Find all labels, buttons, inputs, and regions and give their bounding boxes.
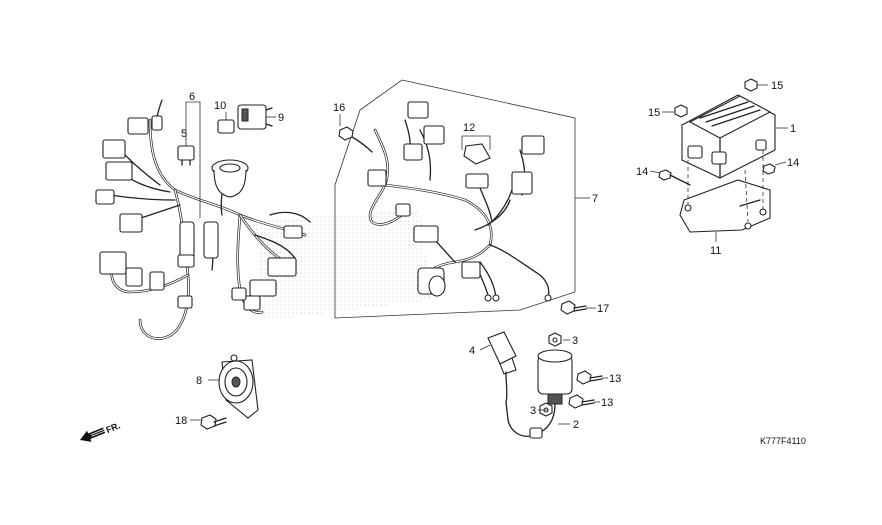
plug-cap-4	[487, 331, 517, 403]
callout-13-top: 13	[609, 373, 621, 385]
relay-10	[217, 119, 235, 134]
bolt-14-right	[762, 163, 776, 175]
callout-6: 6	[189, 91, 195, 103]
callout-2: 2	[573, 419, 579, 431]
callout-17: 17	[597, 303, 609, 315]
leader-lines	[185, 84, 788, 425]
bolt-13-top	[576, 370, 603, 385]
stay-bracket-11	[679, 179, 771, 233]
diagram-code: K777F4110	[760, 436, 806, 446]
bolt-13-bottom	[568, 394, 595, 409]
nut-3-top	[548, 332, 562, 347]
callout-5: 5	[181, 128, 187, 140]
callout-15-left: 15	[648, 107, 660, 119]
callout-3-bottom: 3	[530, 405, 536, 417]
callout-15-right: 15	[771, 80, 783, 92]
callout-8: 8	[196, 375, 202, 387]
front-label: FR.	[104, 420, 121, 435]
callout-13-bottom: 13	[601, 397, 613, 409]
callout-11: 11	[710, 245, 721, 257]
callout-labels: 1 2 3 3 4 5 6 7 8 9 10 11 12 13 13 14 14…	[175, 80, 799, 431]
bolt-14-left	[658, 169, 691, 186]
relay-5	[177, 145, 195, 166]
sub-wire-harness	[338, 101, 552, 302]
ignition-coil-2	[505, 349, 573, 439]
callout-16: 16	[333, 102, 345, 114]
callout-12: 12	[463, 122, 475, 134]
callout-9: 9	[278, 112, 284, 124]
horn-8	[218, 354, 259, 419]
bolt-18	[200, 414, 227, 430]
sub-harness-frame	[334, 79, 576, 319]
main-wire-harness	[95, 99, 311, 340]
callout-1: 1	[790, 123, 796, 135]
callout-4: 4	[469, 345, 475, 357]
callout-3-top: 3	[572, 335, 578, 347]
callout-14-right: 14	[787, 157, 799, 169]
nut-3-bottom	[539, 402, 553, 417]
relay-9	[237, 104, 273, 130]
front-direction-arrow: FR.	[80, 420, 122, 442]
regulator-rectifier-1	[674, 78, 776, 179]
callout-7: 7	[592, 193, 598, 205]
callout-18: 18	[175, 415, 187, 427]
callout-14-left: 14	[636, 166, 648, 178]
bolt-17	[560, 300, 587, 315]
callout-10: 10	[214, 100, 226, 112]
